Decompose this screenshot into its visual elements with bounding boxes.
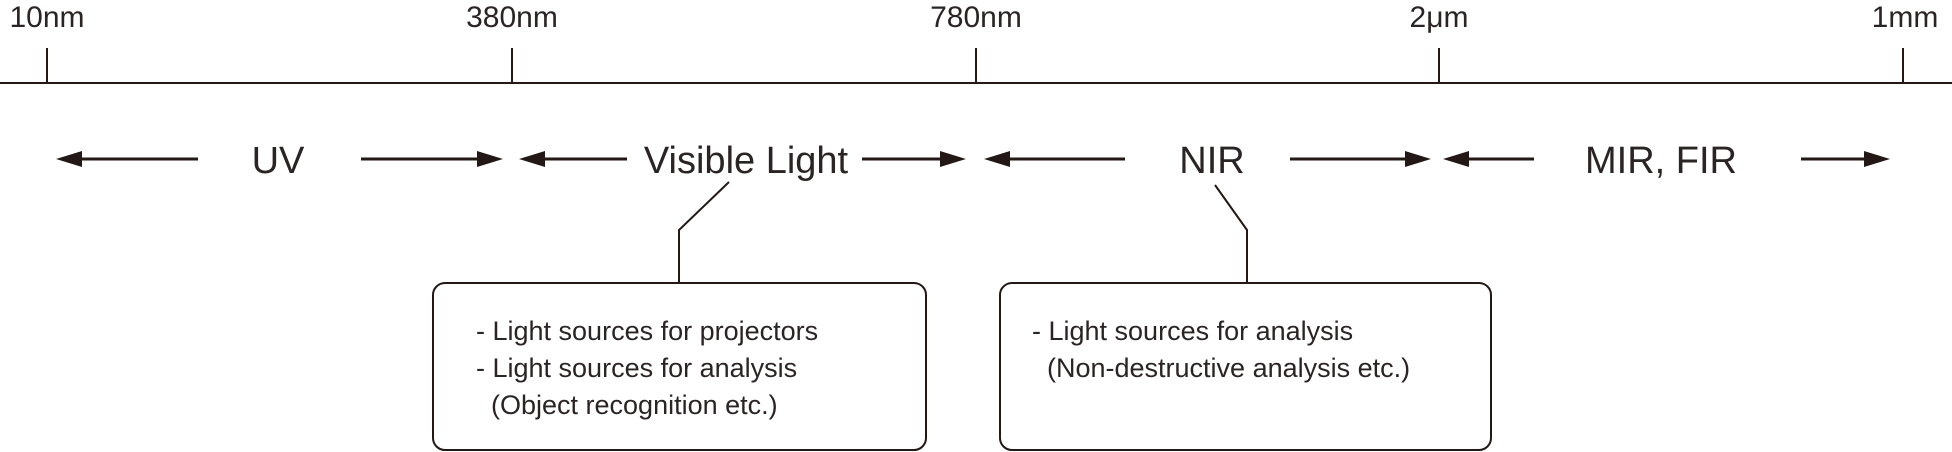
- leader-line-nir: [1214, 184, 1248, 283]
- arrow-right-icon: [361, 151, 503, 167]
- callout-line: - Light sources for analysis: [476, 353, 797, 383]
- callout-box-nir: [999, 282, 1492, 451]
- arrow-left-icon: [56, 151, 198, 167]
- tick-label: 380nm: [466, 1, 558, 34]
- tick-label: 10nm: [9, 1, 84, 34]
- arrow-left-icon: [1443, 151, 1534, 167]
- range-arrows: [56, 151, 1890, 167]
- arrow-left-icon: [984, 151, 1125, 167]
- callout-line: (Non-destructive analysis etc.): [1032, 353, 1410, 383]
- callout-line: - Light sources for analysis: [1032, 316, 1353, 346]
- region-label-nir: NIR: [1179, 140, 1244, 182]
- region-label-visible: Visible Light: [644, 140, 849, 182]
- region-label-mir-fir: MIR, FIR: [1585, 140, 1737, 182]
- arrow-right-icon: [1290, 151, 1431, 167]
- tick-label: 780nm: [930, 1, 1022, 34]
- tick-label: 1mm: [1872, 1, 1939, 34]
- arrow-left-icon: [519, 151, 627, 167]
- callout-line: (Object recognition etc.): [476, 390, 778, 420]
- leader-line-visible: [678, 181, 730, 283]
- arrow-right-icon: [862, 151, 966, 167]
- tick-label: 2μm: [1410, 1, 1469, 34]
- arrow-right-icon: [1801, 151, 1890, 167]
- region-label-uv: UV: [252, 140, 305, 182]
- axis-ticks: [46, 48, 1904, 83]
- callout-box-visible: [432, 282, 927, 451]
- callout-line: - Light sources for projectors: [476, 316, 818, 346]
